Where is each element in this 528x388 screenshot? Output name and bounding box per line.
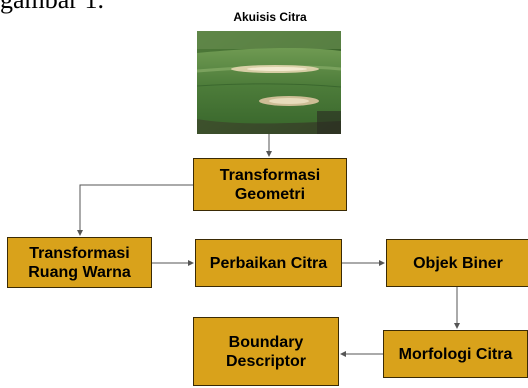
box-perbaikan-citra: Perbaikan Citra [195, 239, 342, 287]
box-objek-biner: Objek Biner [386, 239, 528, 287]
diagram-title: Akuisis Citra [233, 10, 307, 24]
box-transformasi-geometri: Transformasi Geometri [193, 158, 347, 211]
box-morfologi-citra: Morfologi Citra [383, 330, 528, 378]
corn-leaf-photo [197, 31, 341, 134]
arrow-geometri-to-ruang-warna [77, 184, 193, 236]
box-transformasi-ruang-warna: Transformasi Ruang Warna [7, 237, 152, 288]
caption-fragment: gambar 1. [0, 0, 104, 13]
box-boundary-descriptor: Boundary Descriptor [193, 317, 339, 386]
